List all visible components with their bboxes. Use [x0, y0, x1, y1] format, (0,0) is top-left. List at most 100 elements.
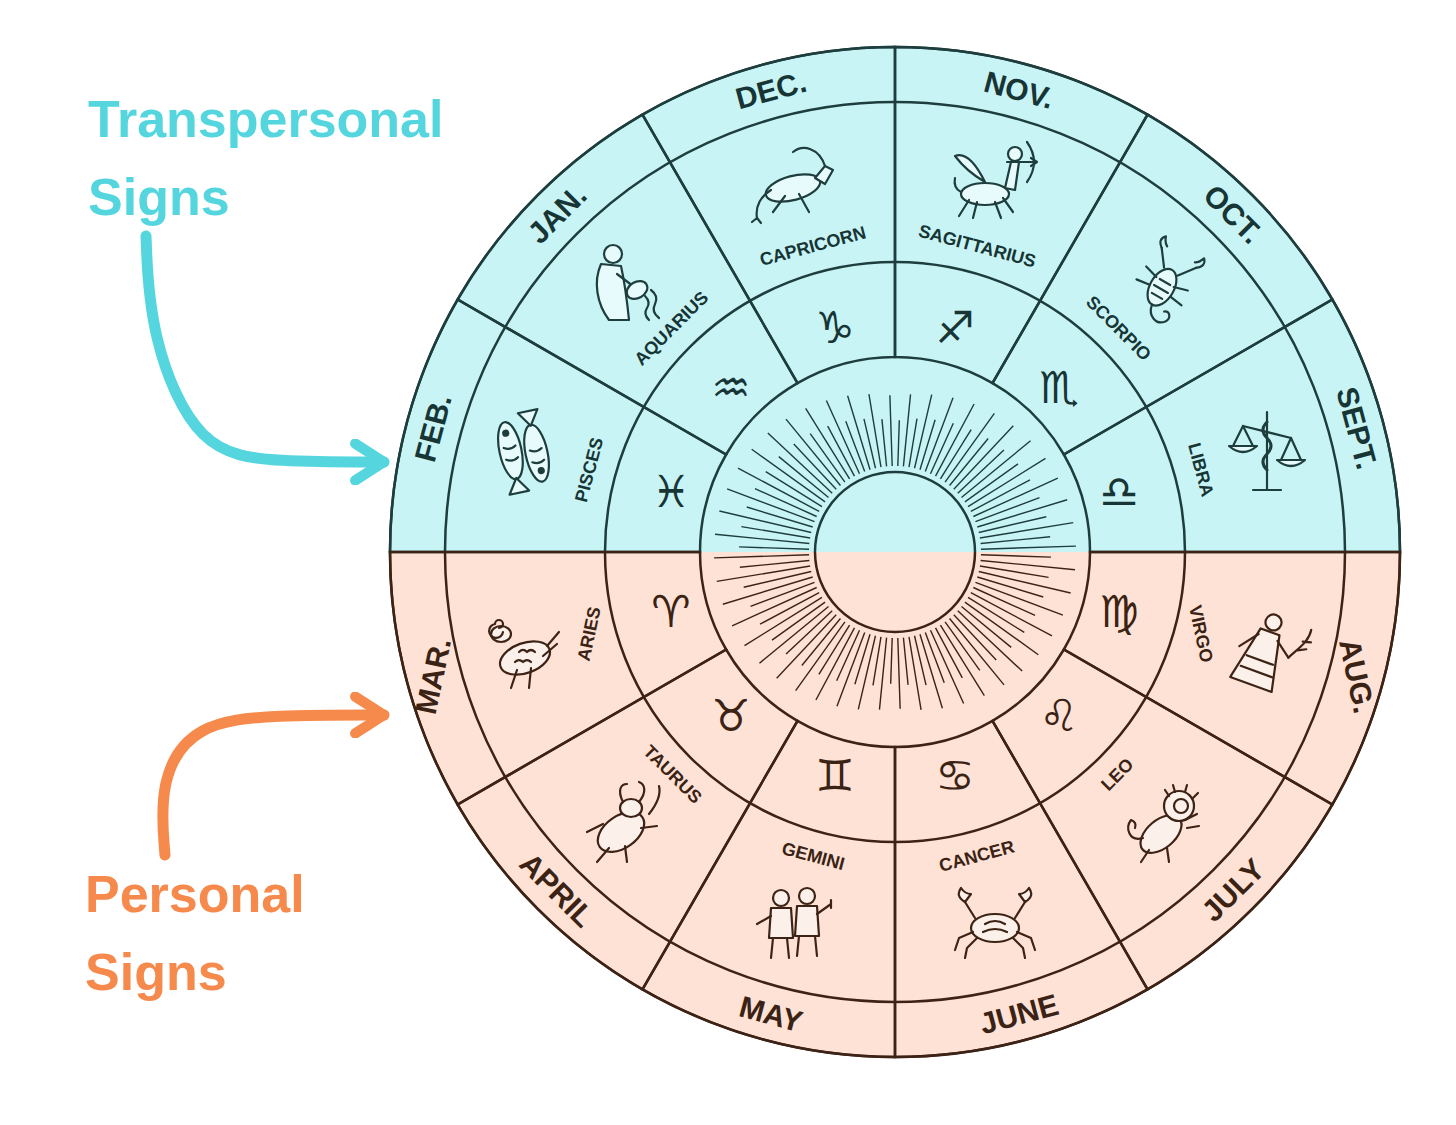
sun-ray	[816, 628, 855, 700]
connector-group	[146, 236, 384, 855]
sign-illustration	[492, 142, 1305, 495]
sign-name: LIBRA	[1184, 441, 1217, 499]
sign-name: AQUARIUS	[631, 288, 713, 370]
sun-ray	[909, 419, 917, 467]
sign-illustration	[489, 620, 559, 688]
sign-illustration	[965, 902, 1025, 918]
sign-name: SCORPIO	[1082, 292, 1155, 365]
sun-ray	[732, 587, 817, 625]
sun-ray	[980, 566, 1049, 577]
sun-ray	[950, 438, 989, 485]
zodiac-segment: APRILTAURUS♉	[457, 649, 798, 990]
callout-heading: Transpersonal Signs	[88, 80, 488, 236]
sign-illustration	[597, 264, 629, 320]
sign-illustration	[757, 190, 809, 218]
sun-ray	[837, 632, 865, 706]
sign-illustration	[1239, 629, 1292, 663]
sign-illustration	[955, 888, 1035, 958]
sign-illustration	[1008, 147, 1022, 161]
sun-ray	[981, 560, 1075, 569]
sun-ray	[954, 615, 996, 660]
sun-ray	[873, 637, 881, 685]
sign-illustration	[1165, 785, 1198, 798]
sign-illustration	[1263, 422, 1271, 470]
sun-ray	[936, 404, 975, 476]
month-label: JAN.	[521, 178, 593, 250]
sun-ray	[786, 611, 832, 654]
wheel-ring	[390, 47, 1400, 552]
sign-illustration	[494, 420, 528, 481]
sign-illustration	[1005, 162, 1019, 190]
sun-ray	[945, 622, 980, 670]
sun-ray	[794, 444, 836, 489]
sun-disc	[815, 552, 975, 632]
sun-ray	[975, 582, 1062, 615]
sun-ray	[968, 597, 1024, 632]
month-label: JULY	[1195, 852, 1271, 928]
sign-illustration	[955, 932, 1035, 958]
month-label: OCT.	[1197, 178, 1269, 250]
sun-ray	[715, 534, 809, 543]
sun-disc	[815, 552, 975, 632]
sign-illustration	[955, 142, 1037, 218]
sign-illustration	[511, 632, 559, 688]
sun-ray	[719, 511, 811, 532]
sun-ray	[903, 638, 908, 685]
sign-illustration	[489, 607, 1316, 958]
sign-illustration	[793, 148, 825, 166]
sun-disc	[815, 472, 975, 552]
sun-ray	[744, 572, 812, 588]
wheel-ring	[390, 552, 1400, 1057]
sun-ray	[760, 593, 819, 625]
sign-illustration	[504, 440, 545, 469]
sign-illustration	[795, 906, 819, 936]
sun-ray	[882, 419, 887, 466]
sign-illustration	[1241, 655, 1277, 678]
sun-ray	[920, 420, 935, 470]
sun-ray	[915, 395, 932, 469]
sun-ray	[958, 450, 1004, 493]
sign-name: ARIES	[574, 605, 605, 663]
sun-ray	[898, 420, 899, 466]
month-label: APRIL	[514, 846, 601, 933]
sign-illustration	[506, 476, 529, 495]
sign-glyph: ♊	[815, 752, 854, 800]
sun-ray	[766, 472, 822, 507]
sun-ray	[981, 555, 1051, 557]
sun-ray	[848, 396, 870, 470]
sun-ray	[747, 507, 813, 527]
sun-ray	[802, 618, 841, 665]
sign-name: LEO	[1098, 755, 1138, 795]
sign-illustration	[1146, 303, 1171, 325]
sign-illustration	[520, 423, 554, 484]
segment-outline	[1064, 552, 1400, 805]
sign-glyph: ♒	[711, 364, 750, 412]
sign-name: PISCES	[572, 436, 608, 505]
sign-illustration	[538, 468, 544, 474]
month-label: FEB.	[408, 391, 458, 466]
sign-illustration	[489, 620, 503, 638]
sign-illustration	[492, 409, 554, 495]
sun-ray	[738, 468, 819, 511]
sign-name: CANCER	[937, 838, 1017, 877]
sign-illustration	[645, 290, 659, 320]
sign-illustration	[971, 914, 1019, 942]
sun-ray	[864, 419, 876, 468]
sign-illustration	[1288, 626, 1315, 663]
sign-illustration	[1123, 234, 1207, 328]
callout-heading: Personal Signs	[85, 855, 385, 1011]
sun-ray	[891, 638, 892, 684]
sign-glyph: ♍	[1099, 588, 1138, 636]
sign-illustration	[757, 888, 831, 958]
sign-illustration	[620, 782, 644, 802]
sign-illustration	[1128, 785, 1199, 862]
sign-illustration	[815, 166, 833, 184]
sign-illustration	[1229, 446, 1257, 452]
month-label: DEC.	[732, 65, 810, 115]
sun-ray	[727, 489, 814, 522]
sign-illustration	[955, 178, 961, 192]
sign-glyph: ♋	[935, 752, 974, 800]
sun-ray	[903, 394, 910, 466]
sign-name: SAGITTARIUS	[916, 222, 1038, 272]
sign-glyph: ♌	[1039, 692, 1078, 740]
